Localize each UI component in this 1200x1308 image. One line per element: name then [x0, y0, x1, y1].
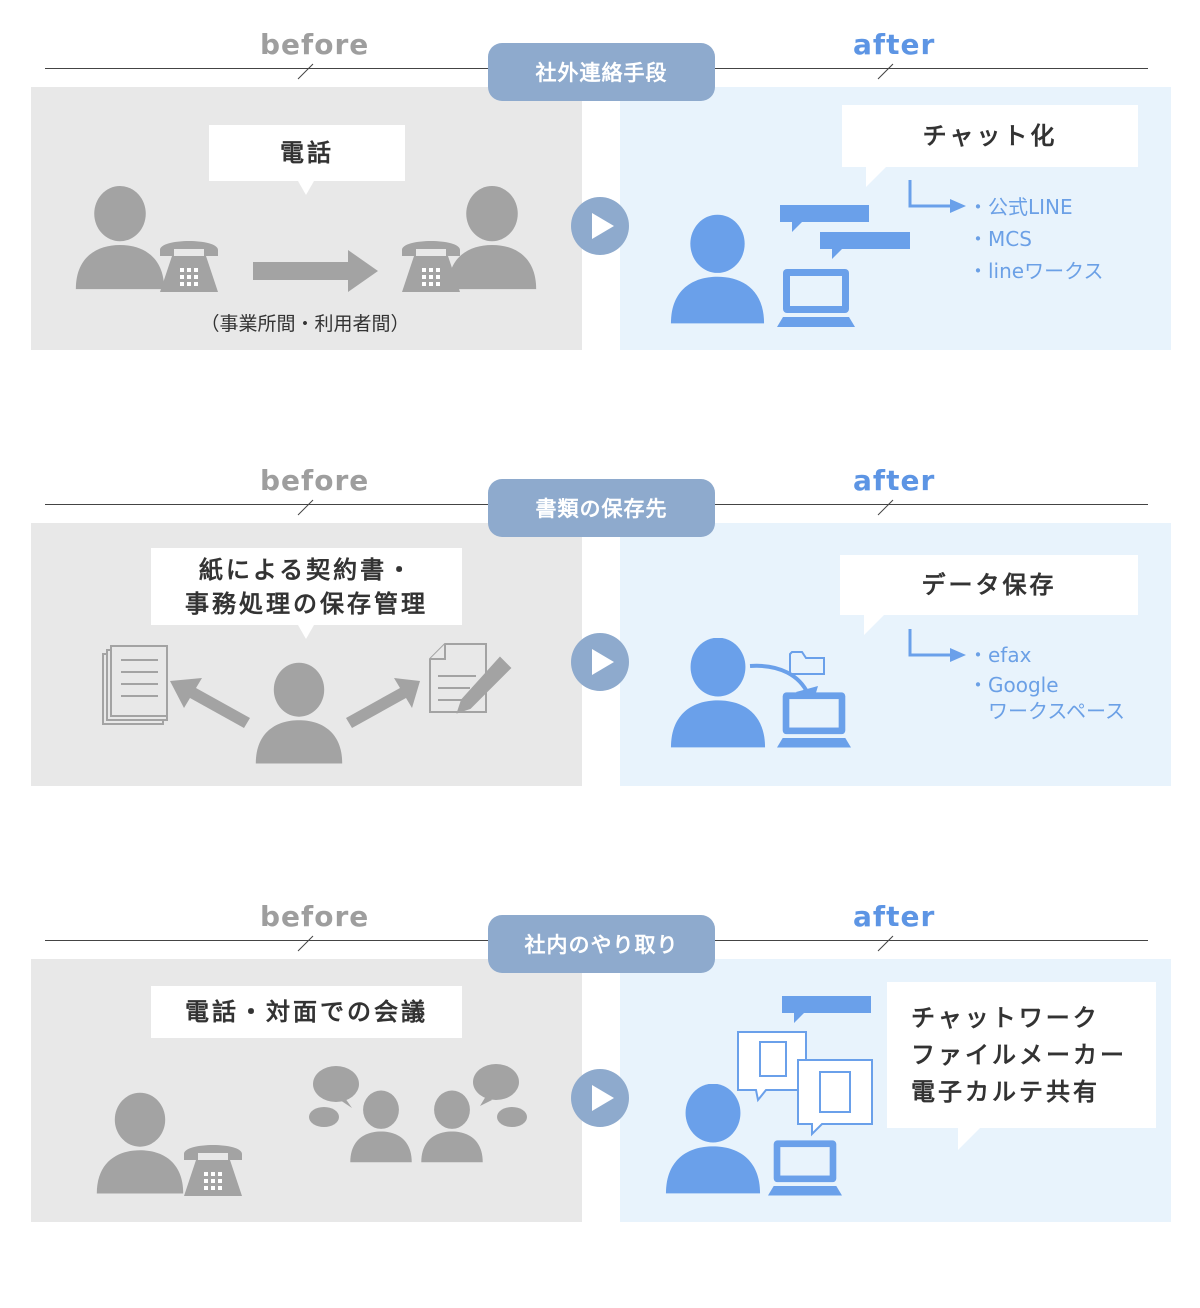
laptop-icon	[777, 269, 855, 327]
after-label: after	[853, 900, 936, 933]
after-bubble: データ保存	[840, 555, 1138, 615]
after-bubble: チャットワーク ファイルメーカー 電子カルテ共有	[887, 982, 1156, 1128]
section-title: 社内のやり取り	[488, 915, 715, 973]
bubble-line: 電子カルテ共有	[911, 1077, 1100, 1106]
laptop-icon	[768, 1140, 842, 1196]
divider-line	[45, 68, 490, 69]
after-label: after	[853, 464, 936, 497]
before-caption: （事業所間・利用者間）	[200, 313, 410, 335]
divider-line	[45, 940, 490, 941]
person-icon	[670, 214, 765, 324]
arrow-up-right-icon	[346, 678, 420, 728]
bubble-line: ファイルメーカー	[911, 1040, 1127, 1069]
bubble-line: チャットワーク	[911, 1003, 1100, 1032]
bubble-tail	[958, 1128, 980, 1150]
after-bubble: チャット化	[842, 105, 1138, 167]
play-arrow-icon	[571, 197, 629, 255]
divider-line	[715, 68, 1148, 69]
list-item: ・公式LINE	[968, 195, 1073, 219]
person-icon	[255, 662, 343, 764]
shared-files-icon	[737, 996, 873, 1137]
person-icon	[665, 1084, 761, 1194]
bubble-tail	[866, 167, 886, 187]
elbow-arrow-icon	[908, 629, 966, 662]
section-external-contact: before after 社外連絡手段 電話 （事業所間・利用者間） チャット化…	[0, 0, 1200, 436]
arrow-up-left-icon	[170, 678, 250, 728]
meeting-icon	[309, 1064, 527, 1163]
document-stack-icon	[102, 645, 168, 725]
play-arrow-icon	[571, 633, 629, 691]
person-icon	[96, 1092, 184, 1194]
person-icon	[75, 186, 165, 290]
bubble-tail	[298, 625, 314, 639]
arrow-right-icon	[253, 250, 378, 292]
phone-icon	[184, 1145, 242, 1196]
chat-bubbles-icon	[780, 205, 910, 259]
divider-line	[715, 940, 1148, 941]
after-list: ・efax ・Google ワークスペース	[968, 640, 1125, 726]
section-title: 社外連絡手段	[488, 43, 715, 101]
bubble-tail	[298, 181, 314, 195]
before-label: before	[260, 464, 370, 497]
list-item: ・lineワークス	[968, 259, 1104, 283]
list-item: ・MCS	[968, 227, 1032, 251]
phone-icon	[160, 241, 218, 292]
before-bubble: 電話	[209, 125, 405, 181]
person-icon	[670, 638, 766, 748]
after-list: ・公式LINE ・MCS ・lineワークス	[968, 191, 1104, 287]
tick-marks	[297, 499, 894, 516]
section-internal-communication: before after 社内のやり取り 電話・対面での会議 チャットワーク フ…	[0, 872, 1200, 1308]
bubble-tail	[864, 615, 884, 635]
before-label: before	[260, 900, 370, 933]
before-bubble: 電話・対面での会議	[151, 986, 462, 1038]
bubble-line: 紙による契約書・	[198, 555, 415, 584]
list-item: ・efax	[968, 643, 1032, 667]
section-document-storage: before after 書類の保存先 紙による契約書・ 事務処理の保存管理 デ…	[0, 436, 1200, 872]
tick-marks	[297, 935, 894, 952]
divider-line	[715, 504, 1148, 505]
document-edit-icon	[429, 643, 512, 714]
folder-icon	[749, 651, 825, 706]
play-arrow-icon	[571, 1069, 629, 1127]
bubble-line: 事務処理の保存管理	[185, 589, 428, 618]
laptop-icon	[777, 692, 851, 748]
divider-line	[45, 504, 490, 505]
tick-marks	[297, 63, 894, 80]
phone-icon	[402, 241, 460, 292]
list-item: ワークスペース	[968, 699, 1125, 723]
before-bubble: 紙による契約書・ 事務処理の保存管理	[151, 548, 462, 625]
before-label: before	[260, 28, 370, 61]
elbow-arrow-icon	[908, 180, 966, 213]
section-title: 書類の保存先	[488, 479, 715, 537]
after-label: after	[853, 28, 936, 61]
list-item: ・Google	[968, 673, 1059, 697]
